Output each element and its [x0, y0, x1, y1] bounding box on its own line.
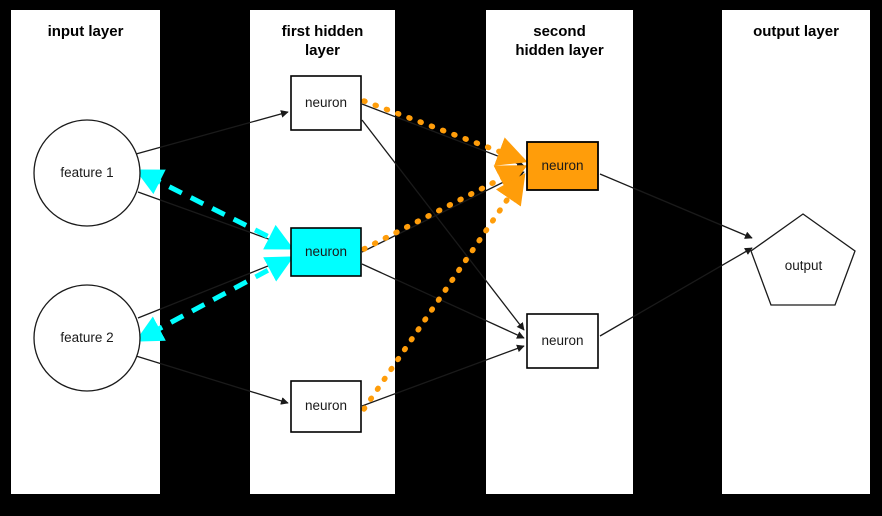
node-output[interactable] [750, 213, 856, 306]
edge-feature1-to-h1top [135, 110, 289, 155]
edge-feature2-to-h1bottom [135, 355, 289, 405]
node-label-feature-1: feature 1 [60, 165, 114, 180]
panel-second-hidden-layer [486, 10, 633, 494]
node-label-h2-bottom: neuron [541, 333, 584, 348]
node-label-h1-middle: neuron [304, 244, 348, 259]
node-h1-top[interactable] [290, 75, 362, 131]
panel-title-input-layer: input layer [47, 23, 124, 40]
node-label-h1-bottom: neuron [304, 398, 348, 413]
node-label-h2-top: neuron [541, 158, 584, 173]
node-h1-middle[interactable] [290, 227, 362, 277]
node-h2-bottom[interactable] [526, 313, 599, 369]
node-h1-bottom[interactable] [290, 380, 362, 433]
node-label-output: output [784, 258, 823, 273]
node-feature-2[interactable] [33, 284, 141, 392]
panel-title-first-hidden-layer: first hidden layer [281, 23, 364, 59]
node-h2-top[interactable] [526, 141, 599, 191]
highlight-edge-h1middle-feature1 [135, 169, 294, 250]
panel-title-second-hidden-layer: second hidden layer [515, 23, 604, 59]
edge-h2bottom-to-output [599, 247, 753, 337]
edge-h2top-to-output [599, 173, 753, 239]
edge-h1bottom-to-h2bottom [361, 344, 525, 407]
node-feature-1[interactable] [33, 119, 141, 227]
edge-feature2-to-h1middle [137, 256, 289, 319]
highlight-edge-h1top-h2top [361, 98, 528, 166]
node-label-h1-top: neuron [304, 95, 348, 110]
highlight-edge-h1bottom-h2top [361, 173, 526, 412]
edge-h1top-to-h2bottom [361, 119, 525, 331]
node-label-feature-2: feature 2 [60, 330, 114, 345]
highlight-edge-h1middle-feature2 [135, 256, 294, 342]
panel-title-output-layer: output layer [753, 23, 839, 40]
edge-h1middle-to-h2bottom [361, 263, 525, 339]
panel-input-layer [11, 10, 160, 494]
edge-h1top-to-h2top [361, 103, 525, 168]
